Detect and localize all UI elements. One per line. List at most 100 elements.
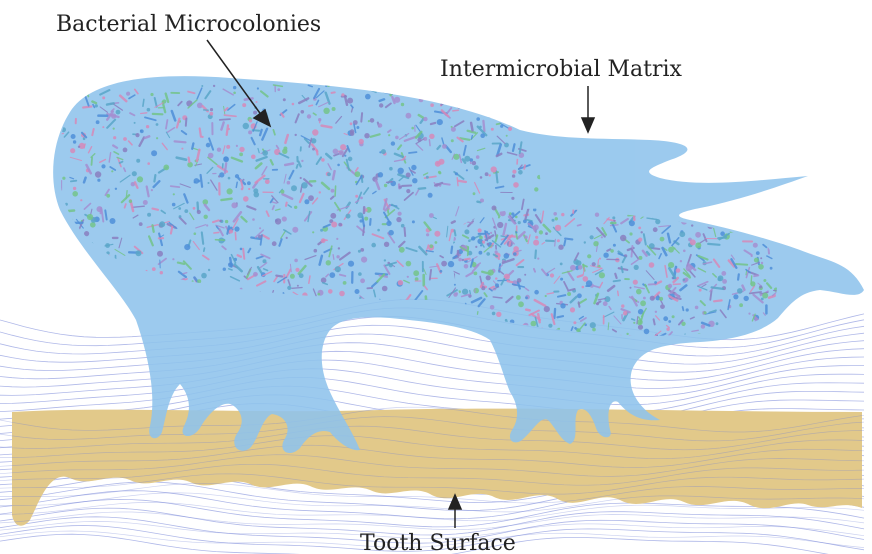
bacterium-coccus	[511, 197, 514, 200]
bacterium-coccus	[258, 235, 262, 239]
bacterium-coccus	[649, 262, 655, 268]
bacterium-coccus	[534, 290, 539, 295]
bacterium-coccus	[760, 257, 762, 259]
bacterium-coccus	[482, 283, 484, 285]
bacterium-coccus	[722, 279, 727, 284]
bacterium-coccus	[768, 327, 770, 329]
bacterium-coccus	[312, 231, 314, 233]
bacterium-coccus	[113, 128, 115, 130]
bacterium-coccus	[435, 241, 438, 244]
bacterium-coccus	[629, 220, 635, 226]
bacterium-coccus	[638, 227, 641, 230]
bacterium-coccus	[455, 172, 458, 175]
bacterium-coccus	[426, 233, 429, 236]
bacterium-coccus	[287, 181, 291, 185]
bacterium-rod	[452, 221, 455, 222]
bacterium-coccus	[129, 200, 132, 203]
bacterium-coccus	[384, 259, 386, 261]
bacterium-coccus	[206, 143, 211, 148]
bacterium-coccus	[644, 329, 650, 335]
mesh-line	[0, 351, 864, 388]
bacterium-coccus	[358, 250, 361, 253]
bacterium-coccus	[513, 182, 519, 188]
bacterium-rod	[99, 295, 102, 299]
bacterium-coccus	[626, 333, 628, 335]
bacterium-coccus	[654, 281, 657, 284]
bacterium-coccus	[307, 114, 311, 118]
bacterium-coccus	[744, 219, 748, 223]
bacterium-coccus	[515, 231, 517, 233]
bacterium-coccus	[360, 219, 363, 222]
bacterium-rod	[451, 247, 452, 253]
bacterium-coccus	[743, 224, 749, 230]
bacterium-rod	[765, 327, 767, 331]
bacterium-rod	[495, 104, 499, 111]
bacterium-coccus	[83, 286, 86, 289]
bacterium-coccus	[204, 215, 208, 219]
bacterium-coccus	[757, 231, 761, 235]
bacterium-coccus	[406, 113, 412, 119]
bacterium-coccus	[512, 170, 516, 174]
bacterium-rod	[718, 237, 726, 238]
bacterium-coccus	[239, 147, 244, 152]
bacterium-coccus	[463, 102, 469, 108]
bacterium-coccus	[640, 300, 646, 306]
bacterium-coccus	[457, 104, 462, 109]
bacterium-coccus	[275, 218, 281, 224]
bacterium-rod	[765, 219, 769, 222]
bacterium-rod	[198, 203, 199, 212]
bacterium-coccus	[295, 134, 297, 136]
bacterium-coccus	[412, 178, 417, 183]
bacterium-coccus	[601, 236, 603, 238]
bacterium-rod	[489, 98, 498, 104]
bacterium-coccus	[545, 295, 547, 297]
bacterium-coccus	[223, 156, 228, 161]
bacterium-coccus	[426, 176, 429, 179]
bacterium-coccus	[299, 273, 304, 278]
bacterium-rod	[482, 86, 483, 90]
bacterium-coccus	[391, 141, 395, 145]
bacterium-rod	[192, 143, 193, 148]
bacterium-coccus	[586, 280, 592, 286]
bacterium-coccus	[332, 107, 336, 111]
bacterium-coccus	[96, 120, 100, 124]
bacterium-rod	[443, 99, 452, 105]
bacterium-coccus	[399, 247, 405, 253]
bacterium-rod	[227, 125, 228, 134]
bacterium-coccus	[398, 280, 403, 285]
bacterium-rod	[292, 288, 302, 289]
bacterium-coccus	[157, 251, 163, 257]
bacterium-rod	[545, 106, 552, 107]
bacterium-coccus	[297, 285, 299, 287]
bacterium-coccus	[679, 231, 685, 237]
bacterium-coccus	[659, 297, 663, 301]
bacterium-coccus	[683, 279, 685, 281]
bacterium-coccus	[701, 324, 705, 328]
bacterium-coccus	[435, 161, 441, 167]
bacterium-rod	[683, 307, 684, 310]
bacterium-rod	[333, 255, 334, 260]
bacterium-coccus	[339, 150, 344, 155]
bacterium-coccus	[140, 130, 142, 132]
bacterium-coccus	[603, 253, 608, 258]
bacterium-coccus	[110, 218, 116, 224]
bacterium-coccus	[668, 320, 671, 323]
bacterium-coccus	[356, 126, 359, 129]
bacterium-coccus	[495, 277, 497, 279]
bacterium-rod	[67, 300, 69, 305]
bacterium-rod	[286, 203, 287, 206]
bacterium-coccus	[80, 199, 82, 201]
bacterium-coccus	[194, 178, 200, 184]
bacterium-coccus	[419, 98, 424, 103]
bacterium-rod	[224, 115, 236, 116]
bacterium-coccus	[384, 184, 387, 187]
bacterium-coccus	[272, 241, 277, 246]
bacterium-coccus	[105, 243, 110, 248]
bacterium-rod	[88, 267, 95, 271]
bacterium-coccus	[440, 270, 443, 273]
bacterium-coccus	[217, 148, 221, 152]
bacterium-coccus	[75, 290, 80, 295]
bacterium-coccus	[430, 244, 434, 248]
bacterium-coccus	[184, 244, 190, 250]
bacterium-coccus	[508, 127, 512, 131]
